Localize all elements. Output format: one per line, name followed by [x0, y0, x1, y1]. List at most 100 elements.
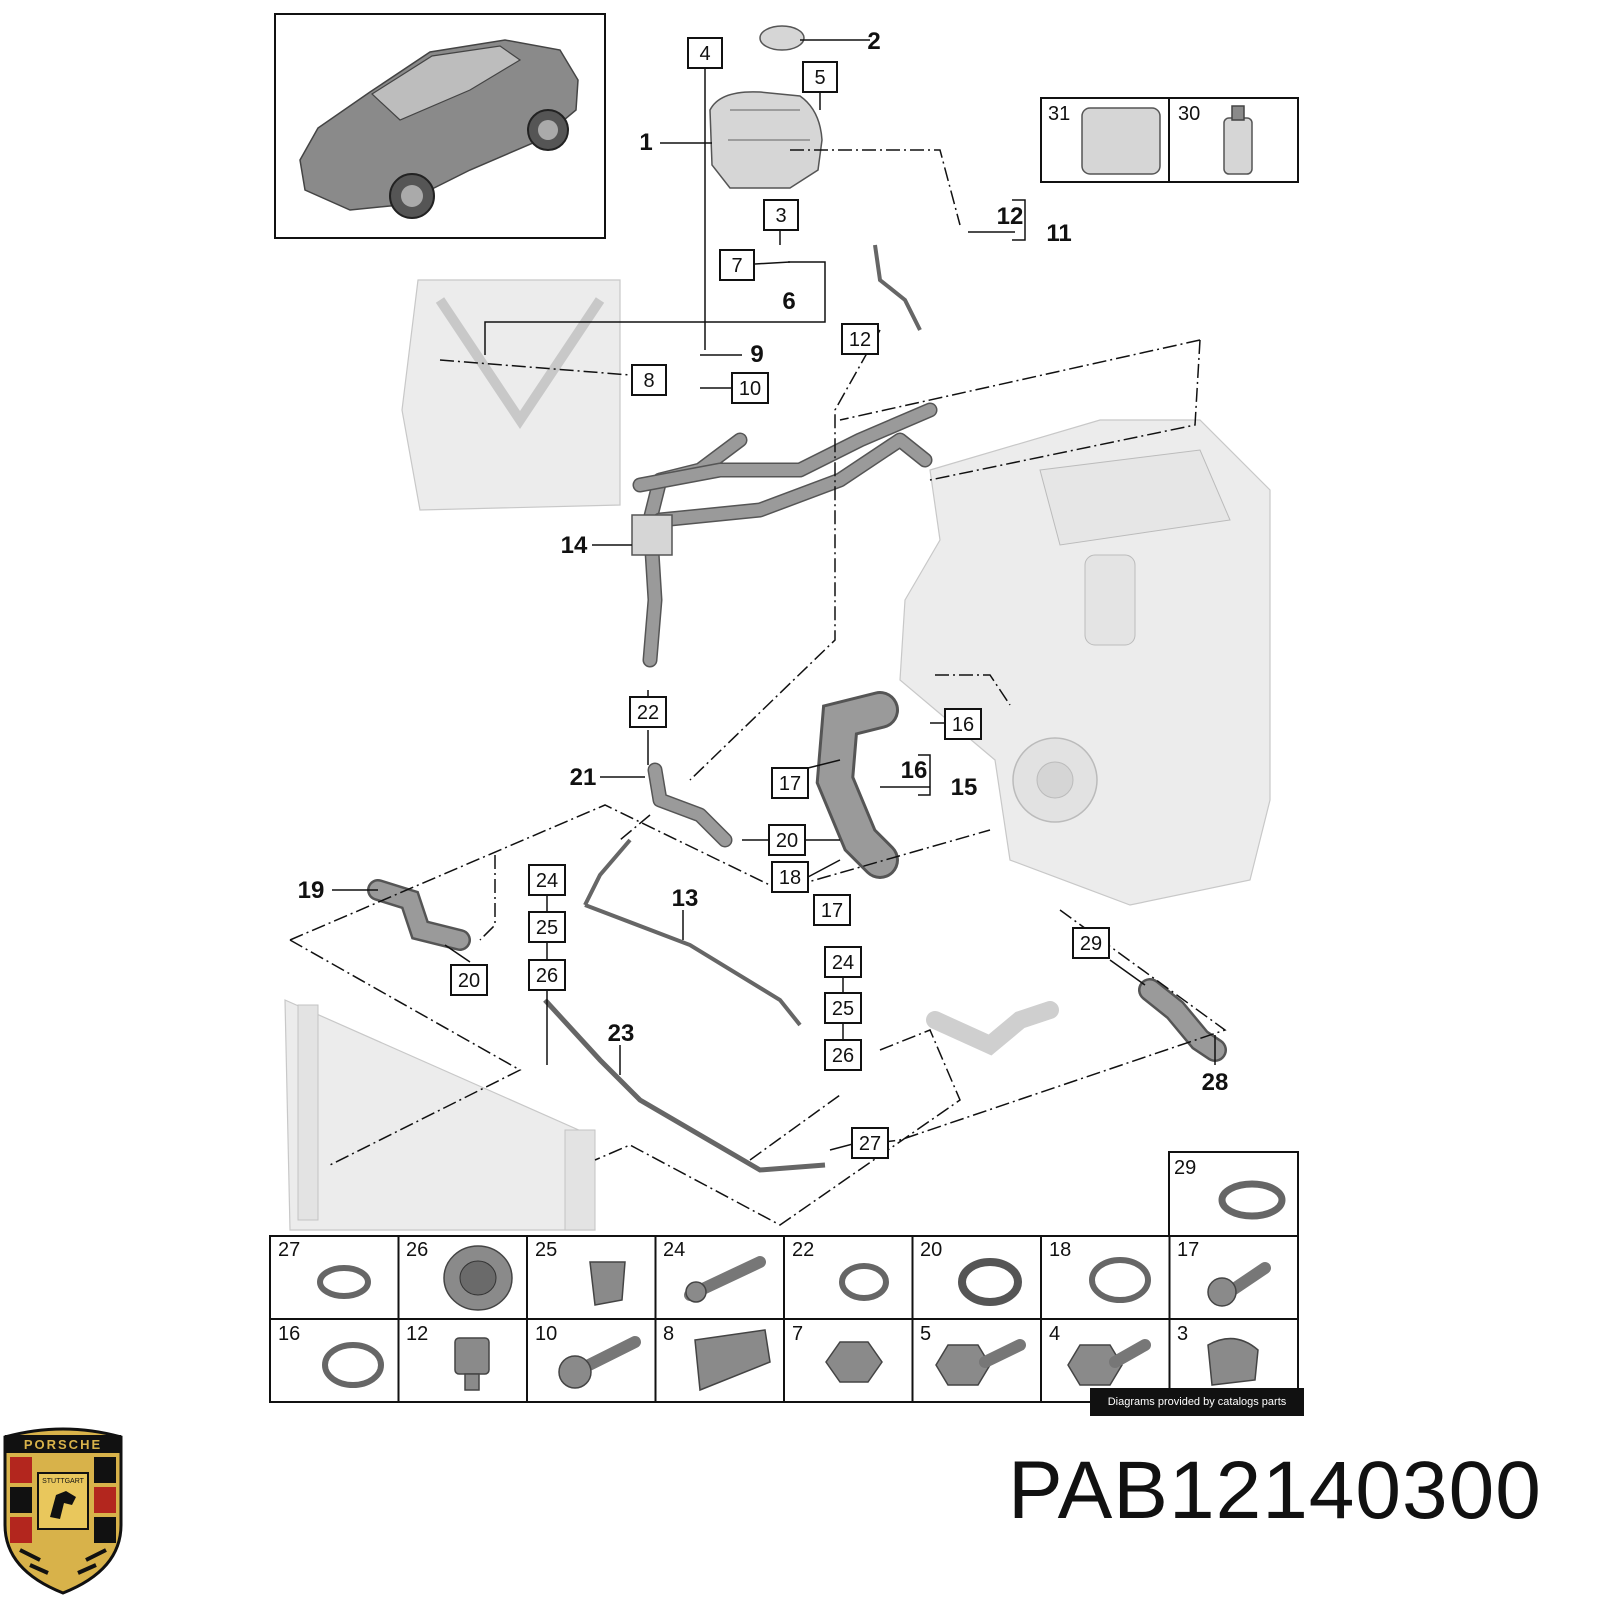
line-13 — [583, 838, 802, 1027]
hex-bolt-icon — [1067, 1344, 1123, 1386]
svg-text:5: 5 — [814, 67, 825, 89]
expansion-tank — [709, 25, 823, 189]
callout-16: 16 — [901, 757, 928, 784]
clip-icon — [454, 1337, 490, 1375]
svg-text:8: 8 — [643, 370, 654, 392]
clamp-icon — [839, 1263, 890, 1301]
sleeve-icon — [694, 1329, 771, 1392]
callout-24-box-a: 24 — [528, 864, 566, 896]
grid-label-r1c5: 22 — [792, 1239, 814, 1261]
svg-text:STUTTGART: STUTTGART — [42, 1478, 85, 1485]
callout-12-box: 12 — [841, 323, 879, 355]
grid-label-r2c5: 7 — [792, 1323, 803, 1345]
grid-label-r2c8: 3 — [1177, 1323, 1188, 1345]
svg-text:29: 29 — [1080, 933, 1102, 955]
callout-5-box: 5 — [802, 61, 838, 93]
coolant-valve-14 — [631, 514, 673, 556]
callout-2: 2 — [867, 28, 880, 55]
callout-9: 9 — [750, 341, 763, 368]
nut-icon — [589, 1261, 626, 1306]
callout-1: 1 — [639, 129, 652, 156]
callout-18-box: 18 — [771, 861, 809, 893]
plug-icon — [1207, 1337, 1259, 1386]
callout-4-box: 4 — [687, 37, 723, 69]
callout-27-box: 27 — [851, 1127, 889, 1159]
svg-text:16: 16 — [952, 714, 974, 736]
vehicle-overview — [274, 13, 606, 239]
callout-7-box: 7 — [719, 249, 755, 281]
svg-text:17: 17 — [779, 773, 801, 795]
grid-label-r1c3: 25 — [535, 1239, 557, 1261]
suv-illustration — [299, 39, 579, 219]
callout-20-box-a: 20 — [768, 824, 806, 856]
coolant-bottle-icon — [1223, 117, 1253, 175]
grid-label-r2c6: 5 — [920, 1323, 931, 1345]
grid-label-r2c4: 8 — [663, 1323, 674, 1345]
svg-text:25: 25 — [832, 998, 854, 1020]
tank-cap — [759, 25, 805, 51]
svg-text:17: 17 — [821, 900, 843, 922]
svg-text:26: 26 — [832, 1045, 854, 1067]
coolant-canister-icon — [1081, 107, 1161, 175]
svg-text:12: 12 — [849, 329, 871, 351]
vent-line-11 — [873, 244, 922, 331]
callout-26-box-a: 26 — [528, 959, 566, 991]
callout-23: 23 — [608, 1020, 635, 1047]
callout-28: 28 — [1202, 1069, 1229, 1096]
svg-text:7: 7 — [731, 255, 742, 277]
callout-14: 14 — [561, 532, 588, 559]
svg-text:10: 10 — [739, 378, 761, 400]
grid-label-r2c1: 16 — [278, 1323, 300, 1345]
callout-25-box-a: 25 — [528, 911, 566, 943]
callout-8-box: 8 — [631, 364, 667, 396]
hose-ghost — [926, 1001, 1059, 1056]
engine-block — [899, 419, 1271, 906]
grid-label-r1c2: 26 — [406, 1239, 428, 1261]
hex-nut-icon — [825, 1341, 883, 1383]
callout-11: 11 — [1046, 220, 1071, 247]
grid-label-r2c3: 10 — [535, 1323, 557, 1345]
assembly-lines — [289, 149, 1227, 1226]
porsche-crest-logo: PORSCHE STUTTGART — [3, 1427, 123, 1595]
svg-text:18: 18 — [779, 867, 801, 889]
grid-label-r1c8: 17 — [1177, 1239, 1199, 1261]
grid-label-29: 29 — [1174, 1157, 1196, 1179]
grid-label-r1c6: 20 — [920, 1239, 942, 1261]
callout-6: 6 — [782, 288, 795, 315]
svg-text:3: 3 — [775, 205, 786, 227]
svg-text:PORSCHE: PORSCHE — [24, 1437, 102, 1452]
grid-label-r1c1: 27 — [278, 1239, 300, 1261]
callout-25-box-b: 25 — [824, 992, 862, 1024]
svg-text:25: 25 — [536, 917, 558, 939]
hex-bolt-icon — [935, 1344, 991, 1386]
clamp-icon — [317, 1265, 372, 1299]
callout-17-box-a: 17 — [771, 767, 809, 799]
parts-grid: 29 27 26 25 24 22 20 18 17 16 12 10 8 7 … — [269, 1151, 1299, 1403]
callout-13: 13 — [672, 885, 699, 912]
clamp-icon — [322, 1342, 385, 1388]
svg-text:24: 24 — [832, 952, 854, 974]
clamp-icon — [1089, 1257, 1152, 1303]
line-23 — [543, 998, 826, 1173]
callout-3-box: 3 — [763, 199, 799, 231]
callout-16-box: 16 — [944, 708, 982, 740]
grid-label-r1c7: 18 — [1049, 1239, 1071, 1261]
callout-17-box-b: 17 — [813, 894, 851, 926]
callout-21: 21 — [570, 764, 597, 791]
callout-10-box: 10 — [731, 372, 769, 404]
credit-badge: Diagrams provided by catalogs parts — [1090, 1388, 1304, 1416]
grid-label-r1c4: 24 — [663, 1239, 685, 1261]
bold-callouts: 2 1 6 9 12 11 14 16 15 21 19 13 23 28 — [298, 28, 1229, 1096]
front-body-structure — [401, 279, 621, 511]
grid-label-r2c7: 4 — [1049, 1323, 1060, 1345]
hose-clamp-icon — [1218, 1180, 1286, 1220]
callout-29-box: 29 — [1072, 927, 1110, 959]
svg-text:4: 4 — [699, 43, 710, 65]
callout-31: 31 — [1048, 103, 1070, 125]
svg-text:20: 20 — [776, 830, 798, 852]
svg-text:24: 24 — [536, 870, 558, 892]
fluids-box: 31 30 — [1040, 97, 1299, 183]
clamp-icon — [958, 1258, 1023, 1306]
